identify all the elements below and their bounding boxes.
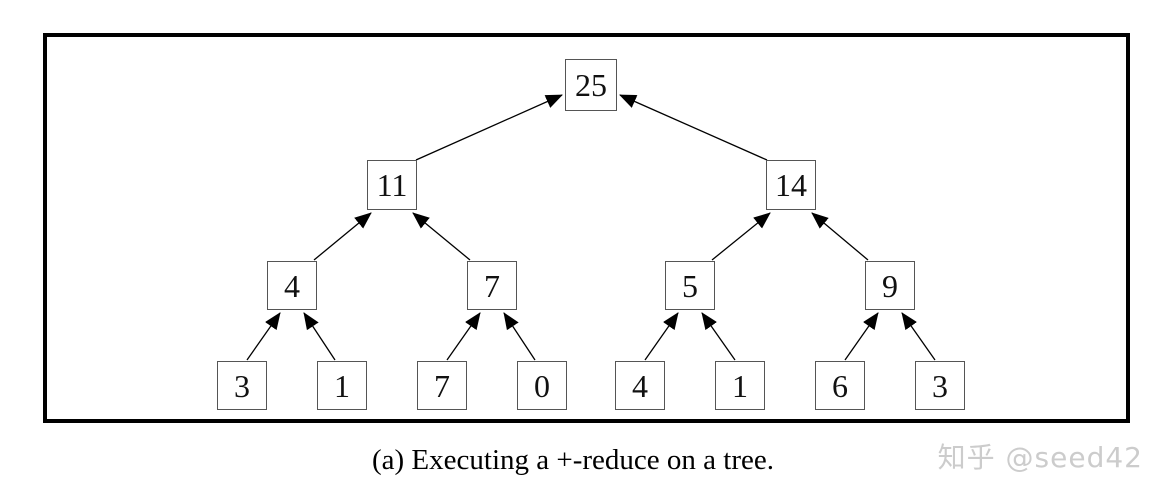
tree-node-leaf-1a: 1 <box>317 361 367 410</box>
tree-node-leaf-0: 0 <box>517 361 567 410</box>
tree-node-leaf-1b: 1 <box>715 361 765 410</box>
tree-node-leaf-3a: 3 <box>217 361 267 410</box>
tree-node-leaf-3b: 3 <box>915 361 965 410</box>
tree-node-n-9: 9 <box>865 261 915 310</box>
tree-node-n-14: 14 <box>766 160 816 210</box>
tree-node-leaf-7: 7 <box>417 361 467 410</box>
tree-node-leaf-4: 4 <box>615 361 665 410</box>
tree-node-n-4: 4 <box>267 261 317 310</box>
figure-caption: (a) Executing a +-reduce on a tree. <box>372 444 774 476</box>
tree-node-root-25: 25 <box>565 59 617 111</box>
tree-node-leaf-6: 6 <box>815 361 865 410</box>
tree-node-n-11: 11 <box>367 160 417 210</box>
tree-node-n-7: 7 <box>467 261 517 310</box>
watermark: 知乎 @seed42 <box>937 441 1143 474</box>
tree-node-n-5: 5 <box>665 261 715 310</box>
